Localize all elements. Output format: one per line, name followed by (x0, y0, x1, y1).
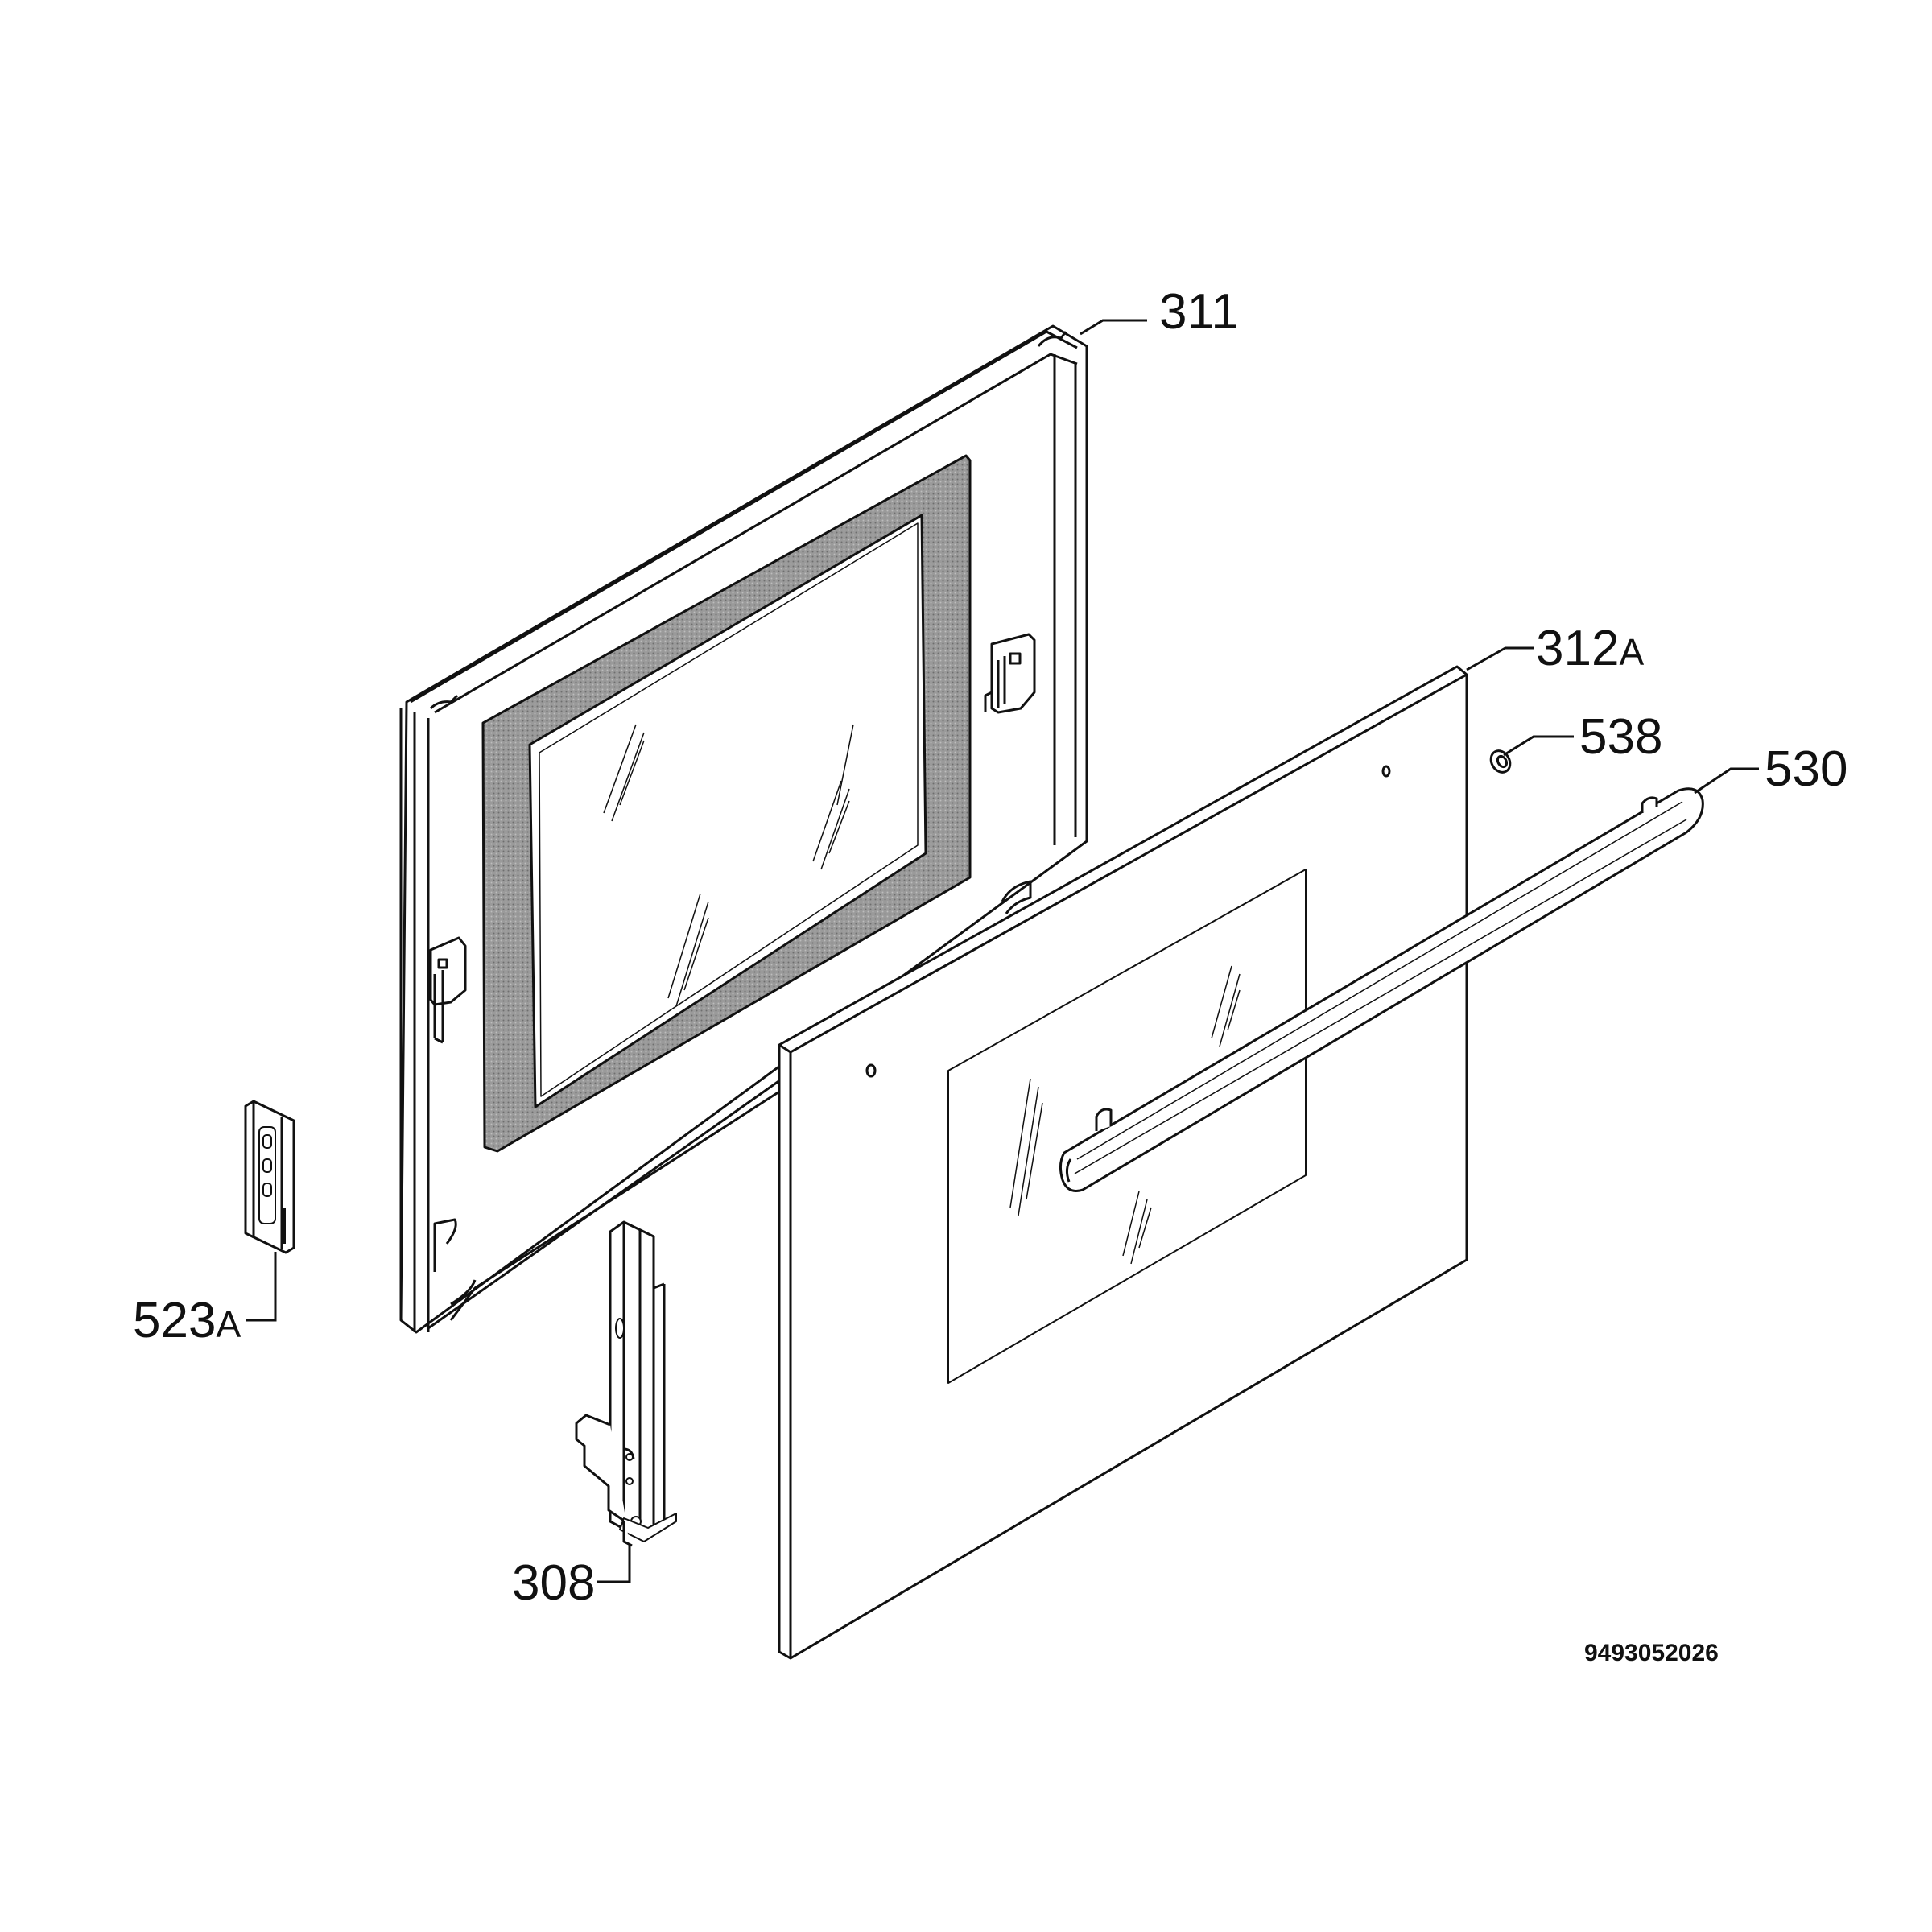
washer-538 (1487, 747, 1513, 775)
callout-312a: 312A (1536, 621, 1644, 676)
callout-308: 308 (512, 1555, 595, 1611)
callout-labels: 311 312A 538 530 523A 308 9493052026 (133, 284, 1847, 1666)
leader-312a (1466, 646, 1534, 671)
leader-530 (1694, 767, 1759, 795)
drawing-number: 9493052026 (1584, 1640, 1719, 1666)
leader-523a (246, 1252, 277, 1322)
callout-523a: 523A (133, 1293, 241, 1348)
inner-door-frame-311 (401, 326, 1087, 1332)
callout-311: 311 (1159, 284, 1239, 340)
leader-538 (1503, 735, 1574, 757)
callout-538: 538 (1579, 709, 1662, 765)
bracket-523a (246, 1101, 294, 1253)
hinge-308 (576, 1222, 676, 1546)
leader-lines (246, 319, 1759, 1583)
leader-311 (1080, 319, 1147, 336)
callout-530: 530 (1765, 741, 1847, 797)
leader-308 (597, 1544, 631, 1583)
